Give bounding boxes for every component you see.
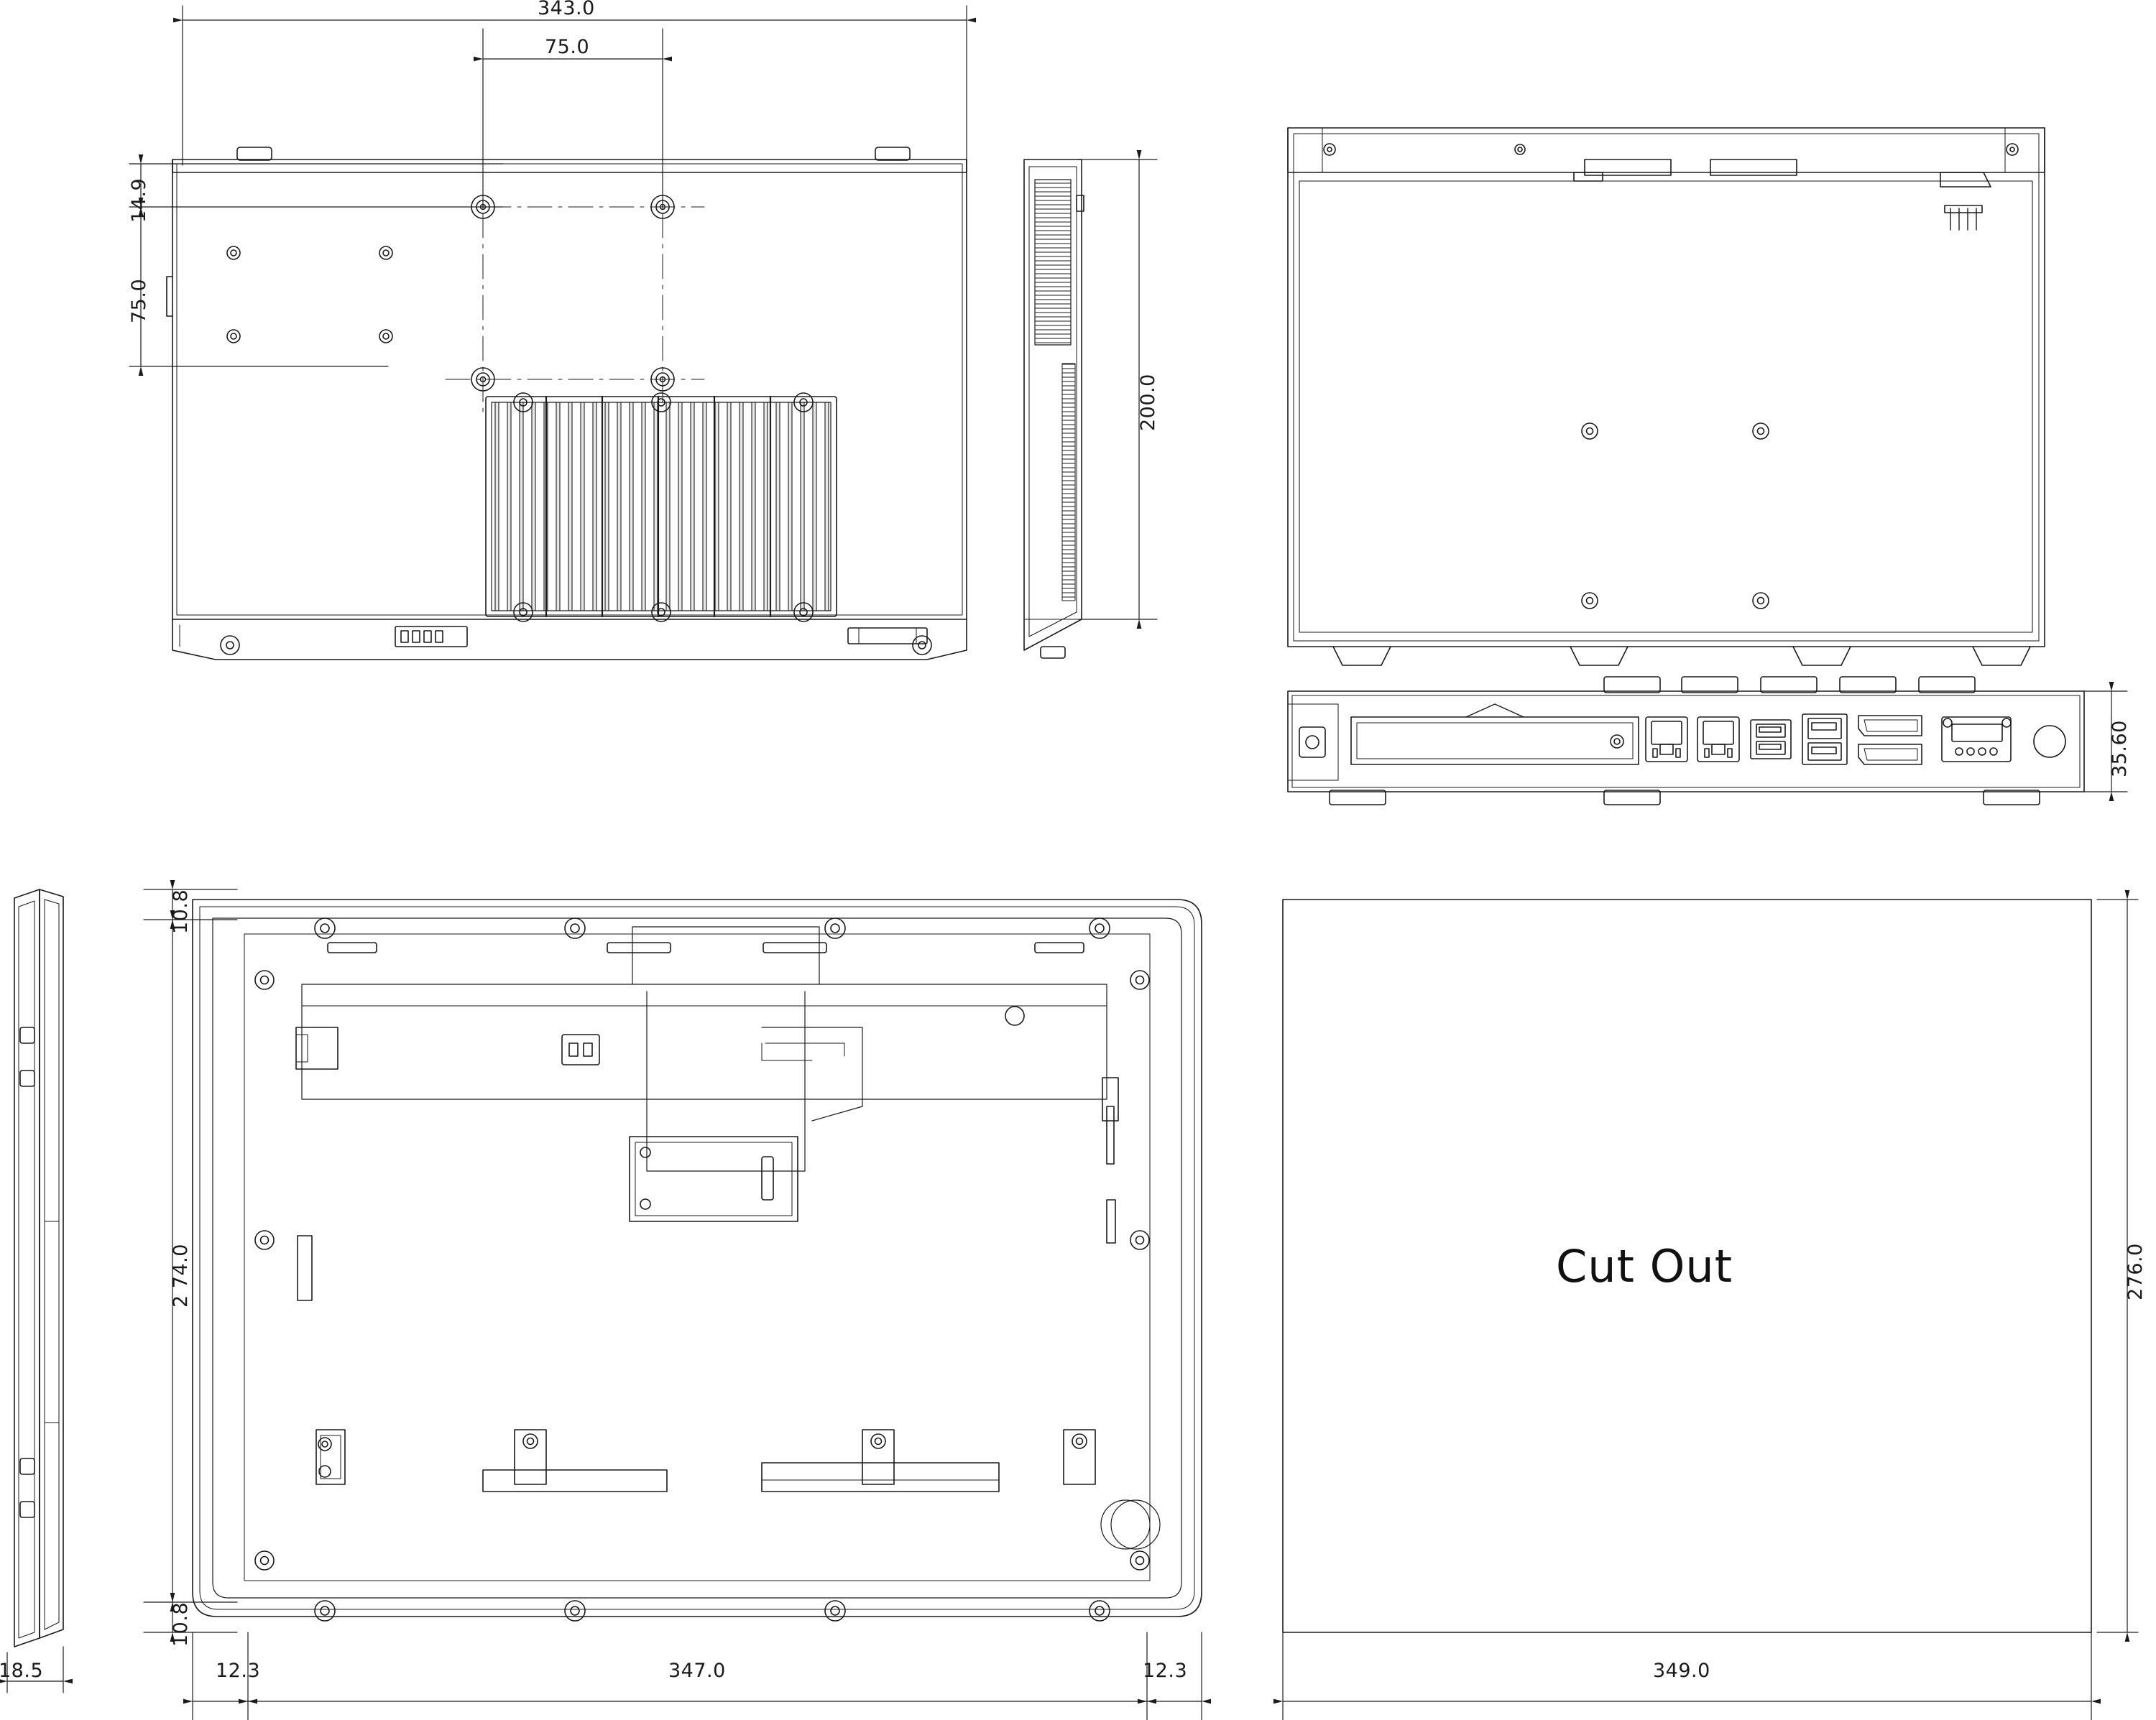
dim-bezel-right: 12.3 — [1143, 1660, 1188, 1682]
cutout-label: Cut Out — [1556, 1240, 1733, 1293]
dim-bezel-bottom: 10.8 — [170, 1601, 192, 1647]
io-bottom-view-group — [1287, 676, 2128, 805]
dim-cutout-width: 349.0 — [1653, 1660, 1710, 1682]
dim-bezel-total-width: 347.0 — [668, 1660, 726, 1682]
dim-overall-width: 343.0 — [538, 0, 595, 19]
dim-profile-thickness: 18.5 — [0, 1660, 44, 1682]
dim-vesa-height: 75.0 — [128, 278, 150, 323]
left-side-profile-group — [0, 889, 73, 1693]
dim-cutout-height: 276.0 — [2124, 1243, 2147, 1300]
front-bezel-view-group — [143, 880, 1211, 1720]
dim-top-offset: 14.9 — [128, 177, 150, 223]
dim-bezel-left: 12.3 — [216, 1660, 261, 1682]
dim-bezel-top: 10.8 — [170, 889, 192, 934]
dim-bezel-inner-height: 2 74.0 — [170, 1244, 192, 1308]
dim-io-depth: 35.60 — [2109, 720, 2131, 777]
dim-vesa-width: 75.0 — [545, 36, 590, 58]
rear-view-group — [129, 5, 976, 660]
cutout-view-group — [1273, 890, 2139, 1720]
dim-overall-height: 200.0 — [1137, 374, 1159, 431]
back-plate-view-group — [1287, 127, 2045, 666]
side-view-right-group — [1023, 150, 1158, 659]
